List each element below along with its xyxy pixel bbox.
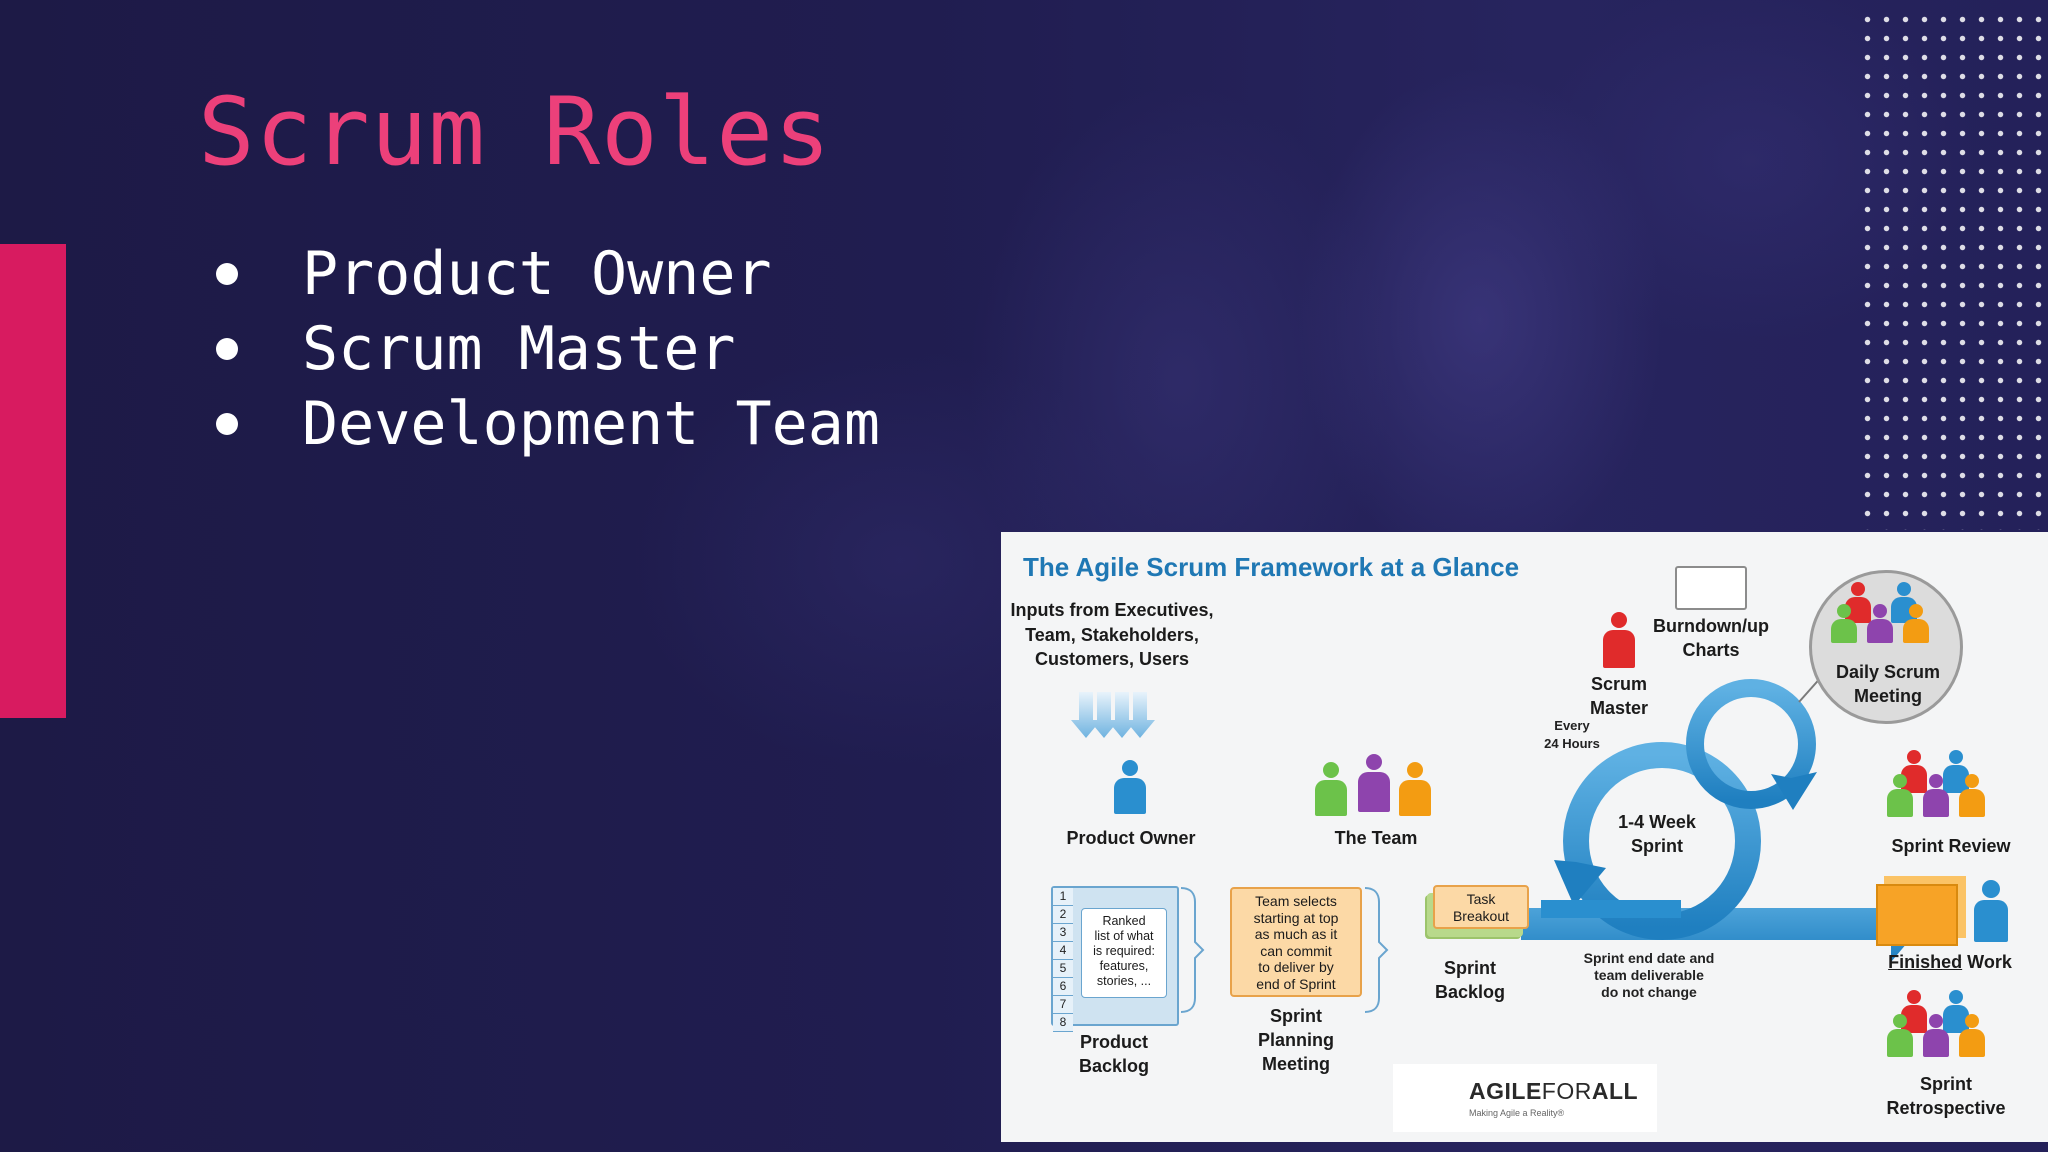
- agileforall-logo: AGILEFORALL Making Agile a Reality®: [1393, 1064, 1657, 1132]
- product-owner-icon: [1109, 760, 1151, 816]
- product-owner-label: Product Owner: [1066, 828, 1196, 848]
- bullet-icon: [216, 412, 238, 435]
- logo-text: AGILEFORALL: [1469, 1078, 1639, 1104]
- flow-arrow: [1521, 886, 1923, 962]
- sprint-planning-label: Sprint Planning Meeting: [1258, 1006, 1334, 1074]
- role-label: Product Owner: [302, 238, 772, 309]
- daily-scrum-label: Daily Scrum Meeting: [1835, 662, 1941, 706]
- accent-bar: [0, 244, 66, 718]
- finished-work-label: Finished Work: [1888, 952, 2012, 972]
- sprint-cycle-icon: [1541, 742, 1761, 940]
- team-icon: [1311, 754, 1441, 820]
- sprint-review-label: Sprint Review: [1891, 836, 2011, 856]
- diagram-title: The Agile Scrum Framework at a Glance: [1023, 552, 1520, 582]
- product-backlog-label: Product Backlog: [1078, 1032, 1150, 1076]
- sprint-length-label: 1-4 Week Sprint: [1618, 812, 1696, 856]
- slide-title: Scrum Roles: [198, 78, 832, 187]
- finished-work-person-icon: [1971, 880, 2011, 946]
- scrum-framework-diagram: The Agile Scrum Framework at a Glance In…: [1001, 532, 2048, 1142]
- logo-tagline: Making Agile a Reality®: [1469, 1108, 1565, 1118]
- backlog-numbers: 1 2 3 4 5 6 7 8: [1053, 888, 1073, 1032]
- bullet-icon: [216, 262, 238, 285]
- daily-cycle-icon: [1686, 679, 1817, 810]
- burndown-frame: [1675, 566, 1747, 610]
- burndown-label: Burndown/up Charts: [1653, 616, 1769, 660]
- backlog-note: Ranked list of what is required: feature…: [1081, 908, 1167, 998]
- sprint-end-note: Sprint end date and team deliverable do …: [1583, 950, 1715, 1000]
- team-label: The Team: [1334, 828, 1418, 848]
- bullet-icon: [216, 337, 238, 360]
- task-breakout-note: Task Breakout: [1433, 885, 1529, 929]
- input-arrows-icon: [1071, 692, 1155, 738]
- finished-work-box: [1876, 884, 1958, 946]
- dot-pattern: [1858, 10, 2048, 530]
- role-label: Scrum Master: [302, 313, 736, 384]
- roles-list: Product Owner Scrum Master Development T…: [212, 236, 880, 461]
- every-24-hours-label: Every 24 Hours: [1544, 718, 1600, 751]
- product-backlog-list: 1 2 3 4 5 6 7 8 Ranked list of what is r…: [1051, 886, 1179, 1032]
- daily-scrum-team-icon: [1831, 582, 1943, 643]
- inputs-label: Inputs from Executives, Team, Stakeholde…: [1010, 600, 1214, 669]
- scrum-master-icon: [1597, 612, 1641, 672]
- sprint-review-team-icon: [1887, 750, 1999, 820]
- retrospective-team-icon: [1887, 990, 1999, 1062]
- role-item: Scrum Master: [212, 311, 880, 386]
- daily-scrum-circle: [1809, 570, 1963, 724]
- sprint-backlog-label: Sprint Backlog: [1434, 958, 1506, 1002]
- retrospective-label: Sprint Retrospective: [1886, 1074, 2006, 1118]
- role-item: Product Owner: [212, 236, 880, 311]
- role-item: Development Team: [212, 386, 880, 461]
- scrum-master-label: Scrum Master: [1589, 674, 1649, 718]
- planning-note: Team selects starting at top as much as …: [1230, 887, 1362, 997]
- role-label: Development Team: [302, 388, 880, 459]
